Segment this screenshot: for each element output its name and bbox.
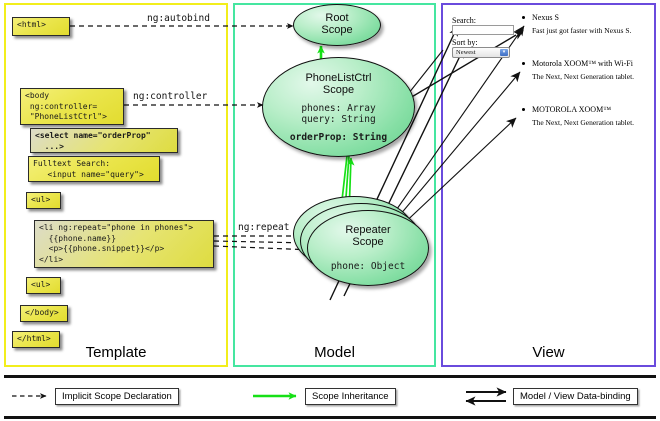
scope-repeater-title: Repeater Scope (345, 224, 391, 249)
phone-snippet: Fast just got faster with Nexus S. (532, 26, 632, 35)
scope-phonelistctrl: PhoneListCtrl Scope phones: Array query:… (262, 57, 415, 157)
scope-phonelistctrl-props-plain: phones: Array query: String (301, 102, 376, 126)
bullet-icon (522, 62, 525, 65)
code-box-body-open: <body ng:controller= "PhoneListCtrl"> (20, 88, 124, 125)
bullet-icon (522, 16, 525, 19)
chevron-down-icon: ▾ (500, 49, 508, 56)
panel-label-model: Model (314, 344, 355, 361)
legend-item-implicit-scope-declaration: Implicit Scope Declaration (55, 388, 179, 405)
panel-label-view: View (532, 344, 565, 361)
scope-phonelistctrl-props-bold: orderProp: String (289, 132, 388, 144)
legend-item-scope-inheritance: Scope Inheritance (305, 388, 396, 405)
scope-repeater: Repeater Scope phone: Object (307, 210, 429, 286)
scope-phonelistctrl-title: PhoneListCtrl Scope (305, 72, 372, 97)
legend-glyph-model-view-data-binding (465, 387, 507, 406)
phone-name: Motorola XOOM™ with Wi-Fi (532, 59, 633, 68)
scope-root: Root Scope (293, 4, 381, 46)
phone-snippet: The Next, Next Generation tablet. (532, 72, 635, 81)
view-sort-label: Sort by: (452, 38, 478, 47)
sort-select[interactable]: Newest ▾ (452, 47, 510, 58)
phone-snippet: The Next, Next Generation tablet. (532, 118, 635, 127)
legend-divider-top (4, 375, 656, 378)
legend-item-model-view-data-binding: Model / View Data-binding (513, 388, 638, 405)
code-box-li-repeat: <li ng:repeat="phone in phones"> {{phone… (34, 220, 214, 268)
code-box-fulltext-search: Fulltext Search: <input name="query"> (28, 156, 160, 182)
code-box-html-open: <html> (12, 17, 70, 36)
scope-root-title: Root Scope (321, 12, 353, 37)
bullet-icon (522, 108, 525, 111)
edge-label-ng-autobind: ng:autobind (147, 13, 210, 24)
code-box-ul-open: <ul> (26, 192, 61, 209)
edge-label-ng-repeat: ng:repeat (238, 222, 290, 233)
legend-divider-bottom (4, 416, 656, 419)
sort-select-value: Newest (456, 49, 476, 56)
code-box-select: <select name="orderProp" ...> (30, 128, 178, 153)
scope-repeater-props: phone: Object (330, 260, 406, 272)
code-box-html-close: </html> (12, 331, 60, 348)
panel-label-template: Template (85, 344, 147, 361)
edge-label-ng-controller: ng:controller (133, 91, 208, 102)
phone-name: MOTOROLA XOOM™ (532, 105, 612, 114)
code-box-body-close: </body> (20, 305, 68, 322)
search-input[interactable] (452, 25, 514, 35)
phone-name: Nexus S (532, 13, 559, 22)
view-search-label: Search: (452, 16, 476, 25)
code-box-ul-close: <ul> (26, 277, 61, 294)
